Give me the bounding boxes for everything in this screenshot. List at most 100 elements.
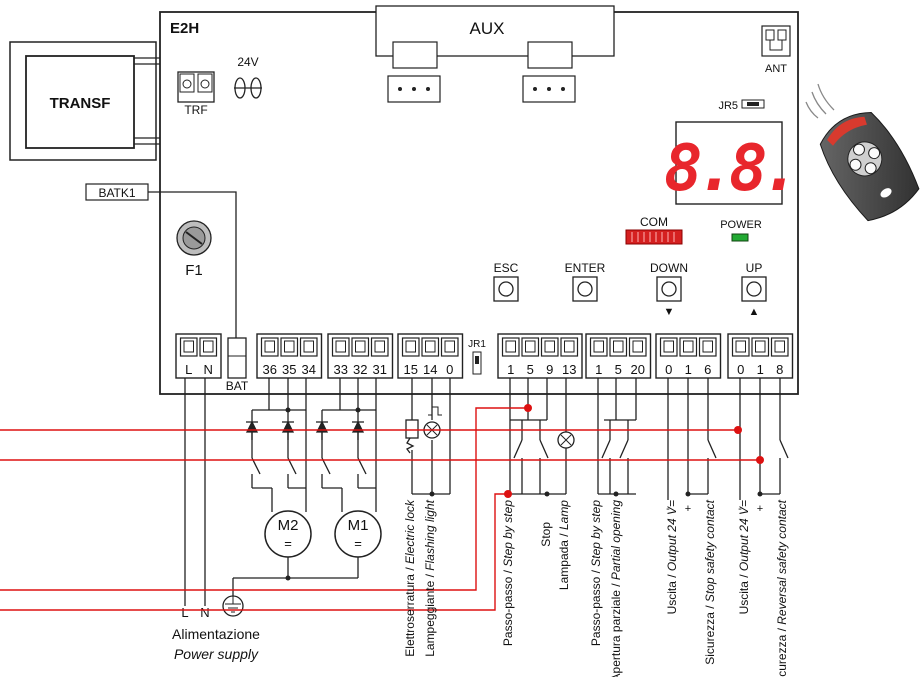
supply-n-label: N: [200, 605, 209, 620]
board-title: E2H: [170, 20, 199, 37]
terminal-label[interactable]: 8: [776, 362, 783, 377]
transformer-label: TRANSF: [50, 95, 111, 112]
display-digits: 8.8.: [664, 132, 794, 206]
aux-connector: AUX: [375, 5, 615, 103]
terminal-label[interactable]: 15: [404, 362, 418, 377]
terminal-label[interactable]: 5: [527, 362, 534, 377]
terminal-label[interactable]: 9: [546, 362, 553, 377]
seven-segment-display: 8.8.: [664, 121, 800, 206]
terminal-block-m2: 36 35 34: [256, 333, 323, 379]
m2-dc-symbol: =: [284, 536, 292, 551]
f1-label: F1: [185, 262, 203, 279]
down-arrow-icon: ▼: [664, 306, 675, 318]
lamp-icon: [557, 431, 575, 449]
label-step2: Passo-passo / Step by step: [589, 500, 603, 646]
ant-label: ANT: [765, 63, 787, 75]
m1-label: M1: [348, 517, 369, 534]
motor-m1: M1 =: [334, 510, 382, 558]
terminal-label[interactable]: 1: [595, 362, 602, 377]
enter-label: ENTER: [565, 261, 606, 275]
plus-marker-1: +: [685, 503, 691, 515]
terminal-label[interactable]: 32: [353, 362, 367, 377]
switch-contacts: [251, 439, 789, 475]
terminal-label[interactable]: 36: [263, 362, 277, 377]
label-step: Passo-passo / Step by step: [501, 500, 515, 646]
terminal-label[interactable]: 6: [704, 362, 711, 377]
m1-dc-symbol: =: [354, 536, 362, 551]
terminal-label[interactable]: 1: [757, 362, 764, 377]
down-label: DOWN: [650, 261, 688, 275]
f1-fuse: F1: [176, 220, 212, 279]
terminal-label[interactable]: 31: [373, 362, 387, 377]
terminal-label[interactable]: N: [204, 362, 213, 377]
label-stop: Stop: [539, 522, 553, 547]
ground-icon: [222, 595, 244, 617]
terminal-label[interactable]: 0: [446, 362, 453, 377]
trf-label: TRF: [184, 103, 207, 117]
minus-marker-2: -: [738, 503, 742, 515]
up-arrow-icon: ▲: [749, 306, 760, 318]
transformer: TRANSF: [9, 41, 157, 161]
electric-lock-icon: [405, 419, 419, 454]
batk1-label: BATK1: [98, 186, 135, 200]
enter-button[interactable]: [572, 276, 598, 302]
jr1-label: JR1: [468, 339, 486, 350]
remote-control-icon: [805, 83, 920, 222]
terminal-label[interactable]: 34: [302, 362, 316, 377]
terminal-label[interactable]: 35: [282, 362, 296, 377]
terminal-label[interactable]: 33: [334, 362, 348, 377]
supply-l-label: L: [181, 605, 188, 620]
black-junctions: [285, 407, 763, 581]
fuse-24v: 24V: [234, 55, 262, 99]
aux-label: AUX: [470, 19, 505, 38]
label-revsafe: Sicurezza / Reversal safety contact: [775, 499, 789, 677]
up-button-group: UP ▲: [741, 261, 767, 318]
flashing-light-icon: [423, 406, 442, 439]
terminal-label[interactable]: 0: [665, 362, 672, 377]
label-stopsafe: Sicurezza / Stop safety contact: [703, 499, 717, 664]
plus-marker-2: +: [757, 503, 763, 515]
terminal-label[interactable]: L: [185, 362, 192, 377]
up-button[interactable]: [741, 276, 767, 302]
terminal-label[interactable]: 20: [631, 362, 645, 377]
esc-button-group: ESC: [493, 261, 519, 302]
esc-button[interactable]: [493, 276, 519, 302]
red-wires: [0, 407, 760, 611]
enter-button-group: ENTER: [565, 261, 606, 302]
esc-label: ESC: [494, 261, 519, 275]
v24-label: 24V: [237, 55, 258, 69]
terminal-label[interactable]: 0: [737, 362, 744, 377]
motor-m2: M2 =: [264, 510, 312, 558]
down-button-group: DOWN ▼: [650, 261, 688, 318]
terminal-label[interactable]: 1: [685, 362, 692, 377]
power-led: [731, 233, 749, 242]
down-button[interactable]: [656, 276, 682, 302]
red-wire-junctions: [504, 404, 764, 498]
up-label: UP: [746, 261, 763, 275]
trf-terminal: TRF: [177, 71, 215, 117]
terminal-label[interactable]: 14: [423, 362, 437, 377]
terminal-label[interactable]: 5: [615, 362, 622, 377]
diodes: [245, 420, 365, 440]
m2-label: M2: [278, 517, 299, 534]
terminal-block-light: 15 14 0: [397, 333, 464, 379]
terminal-label[interactable]: 13: [562, 362, 576, 377]
label-out1: Uscita / Output 24 V=: [665, 500, 679, 614]
supply-label-en: Power supply: [174, 646, 259, 662]
label-flash: Lampeggiante / Flashing light: [423, 499, 437, 656]
power-label: POWER: [720, 219, 762, 231]
label-lamp: Lampada / Lamp: [557, 500, 571, 590]
vertical-labels: Elettroserratura / Electric lockLampeggi…: [403, 499, 789, 677]
bat-label: BAT: [226, 379, 249, 393]
batk1-wire: [148, 191, 237, 338]
label-out2: Uscita / Output 24 V=: [737, 500, 751, 614]
com-connector: [625, 229, 683, 245]
terminal-label[interactable]: 1: [507, 362, 514, 377]
